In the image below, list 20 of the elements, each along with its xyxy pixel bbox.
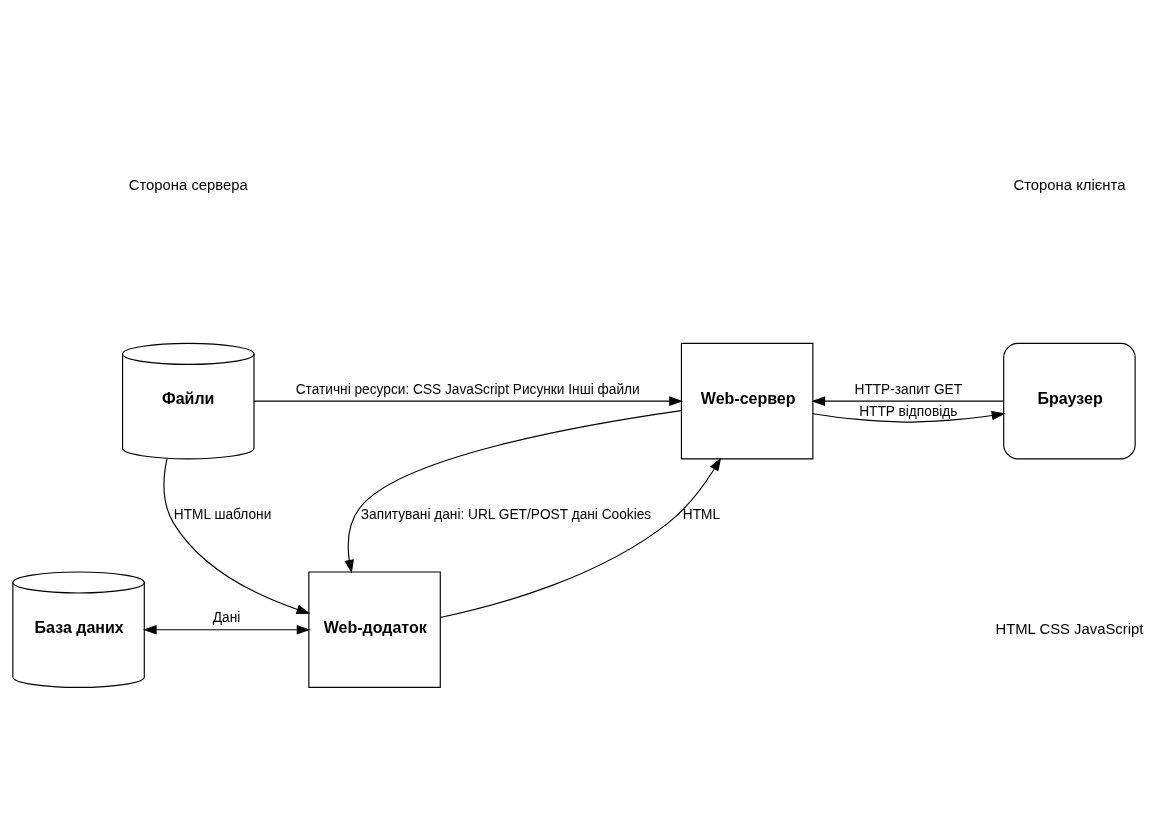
label: HTML CSS JavaScript	[995, 620, 1144, 637]
arrow	[142, 624, 311, 635]
arrow	[163, 458, 311, 614]
arrow	[811, 396, 1005, 406]
arrow	[253, 396, 683, 406]
edge-label: HTTP-запит GET	[854, 381, 963, 397]
node-box: Браузер	[1003, 342, 1136, 460]
edge-label: Запитувані дані: URL GET/POST дані Cookies	[360, 506, 652, 522]
edge-label: Дані	[212, 610, 241, 626]
arrow	[439, 457, 722, 619]
label: Сторона сервера	[128, 177, 248, 194]
arrow	[812, 410, 1006, 423]
node-box: Web-сервер	[680, 342, 814, 460]
edge-label: HTML шаблони	[173, 506, 272, 522]
label: Сторона клієнта	[1013, 177, 1126, 194]
edge-label: HTML	[682, 506, 721, 522]
edge-label: Статичні ресурси: CSS JavaScript Рисунки Інші файли	[295, 381, 640, 397]
arrow	[344, 410, 682, 574]
node-box: Web-додаток	[308, 571, 441, 688]
edge-label: HTTP відповідь	[859, 403, 958, 419]
